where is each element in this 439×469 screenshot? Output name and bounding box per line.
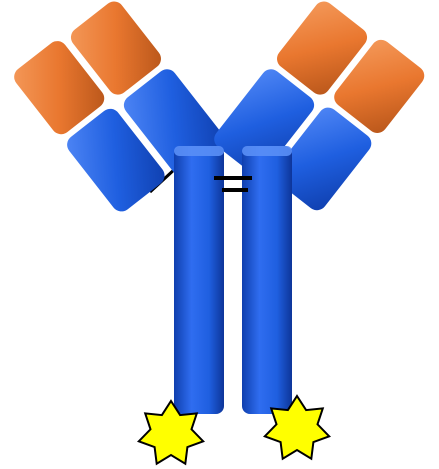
labels (139, 396, 329, 464)
left-heavy-chain-stem (174, 146, 224, 414)
left-stem-cap (174, 146, 224, 156)
fc-region (174, 146, 292, 414)
right-stem-cap (242, 146, 292, 156)
right-heavy-chain-stem (242, 146, 292, 414)
